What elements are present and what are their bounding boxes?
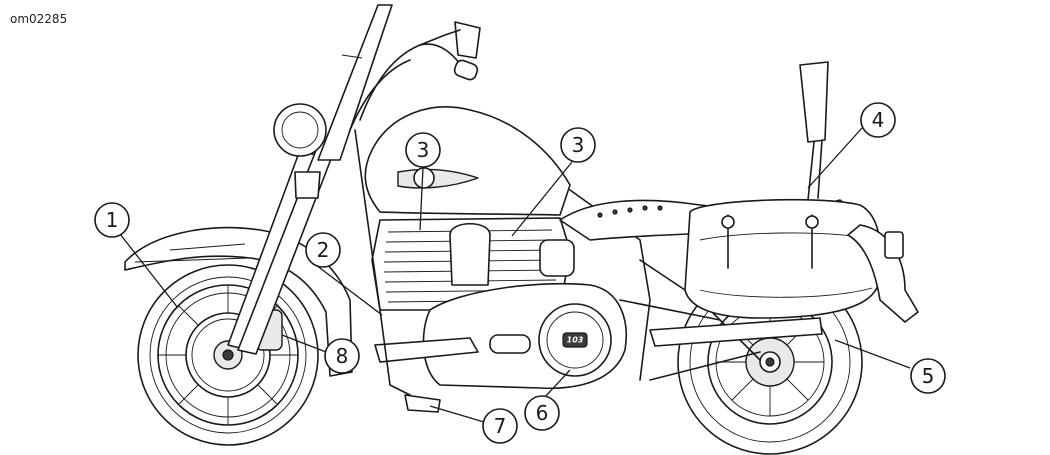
callout-4: 4 — [860, 102, 896, 138]
callout-8: 8 — [324, 338, 360, 374]
callout-2: 2 — [305, 232, 341, 268]
callout-5: 5 — [910, 358, 946, 394]
leader-lines — [119, 127, 911, 423]
callout-3a: 3 — [405, 132, 441, 168]
front-fork — [227, 103, 337, 355]
rear-fender — [847, 224, 919, 323]
exhaust — [649, 317, 823, 347]
svg-text:5: 5 — [922, 364, 935, 388]
primary-cover: 103 — [422, 282, 627, 390]
callout-3b: 3 — [560, 127, 596, 163]
svg-text:6: 6 — [536, 401, 549, 425]
fuel-tank — [364, 106, 571, 216]
svg-text:4: 4 — [872, 108, 885, 132]
svg-text:1: 1 — [106, 208, 119, 232]
svg-text:2: 2 — [317, 238, 330, 262]
svg-text:7: 7 — [494, 414, 507, 438]
svg-text:3: 3 — [572, 133, 585, 157]
handlebars — [349, 21, 481, 131]
callout-1: 1 — [94, 202, 130, 238]
svg-text:3: 3 — [417, 138, 430, 162]
footboard — [374, 309, 479, 413]
callout-6: 6 — [524, 395, 560, 431]
figure-id-label: om02285 — [10, 12, 68, 26]
windshield — [317, 4, 393, 161]
svg-text:8: 8 — [336, 344, 349, 368]
callout-7: 7 — [482, 408, 518, 444]
saddlebag — [684, 198, 882, 319]
sissy-bar — [799, 61, 829, 201]
front-fender — [124, 226, 353, 377]
engine-badge-text: 103 — [567, 336, 584, 345]
